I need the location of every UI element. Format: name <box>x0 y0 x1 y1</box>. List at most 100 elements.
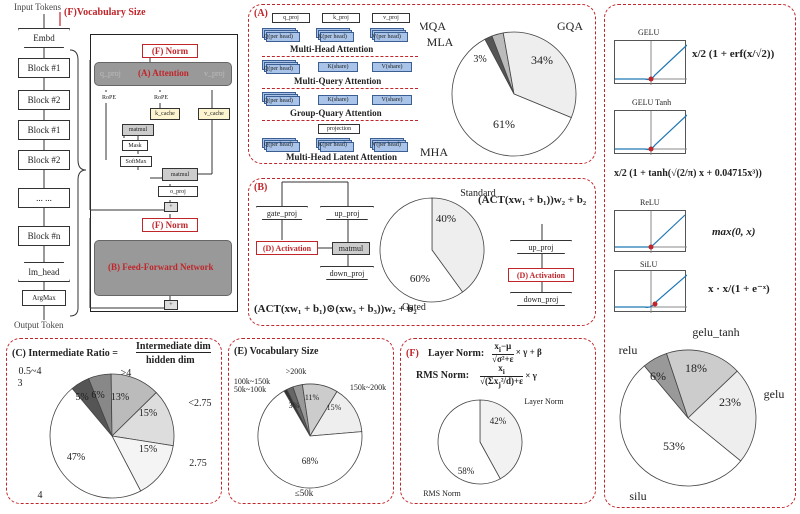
panel-c-denominator: hidden dim <box>146 355 195 366</box>
panel-a <box>248 4 596 164</box>
activation-pie-label-2: gelu <box>764 387 785 401</box>
intermediate-ratio-pie-label-9: 15% <box>139 408 157 419</box>
o-proj: o_proj <box>158 186 198 197</box>
gqa-k: K(share) <box>318 95 358 105</box>
up-proj: up_proj <box>320 206 374 220</box>
vocab-size-pie-label-7: 15% <box>327 403 342 412</box>
panel-c-title: (C) Intermediate Ratio = <box>12 348 118 359</box>
panel-e <box>228 338 394 504</box>
activation-pie-slice-3 <box>619 365 742 487</box>
v-proj-faded: v_proj <box>204 69 225 78</box>
block-2b: Block #2 <box>18 150 70 170</box>
gelu-tanh-label: GELU Tanh <box>632 98 672 107</box>
v-cache: v_cache <box>198 108 230 120</box>
norm-2: (F) Norm <box>142 218 198 232</box>
k-cache: k_cache <box>150 108 180 120</box>
gelu-tanh-plot <box>614 110 688 155</box>
gelu-label: GELU <box>638 28 660 37</box>
residual-add-2: + <box>164 300 178 310</box>
left-column-connectors <box>43 12 87 320</box>
ffn-pie-label-2: 40% <box>436 213 456 225</box>
vocab-size-label: (F)Vocabulary Size <box>64 7 146 18</box>
ffn-pie-label-3: 60% <box>410 273 430 285</box>
panel-c <box>6 338 222 504</box>
activation-pie-label-7: 53% <box>663 439 685 453</box>
residual-add-1: + <box>164 202 178 212</box>
mha-q-proj: q_proj <box>272 13 310 23</box>
matmul-b: matmul <box>332 242 370 255</box>
intermediate-ratio-pie-label-8: 13% <box>111 392 129 403</box>
norm-pie-label-3: 58% <box>458 466 475 476</box>
mha-v-proj: v_proj <box>372 13 410 23</box>
embd-block: Embd <box>18 28 70 48</box>
relu-plot <box>614 210 687 253</box>
intermediate-ratio-pie-label-10: 15% <box>139 444 157 455</box>
gelu-tanh-formula: x/2 (1 + tanh(√(2/π) x + 0.04715x³)) <box>614 168 762 179</box>
matmul-1: matmul <box>122 124 154 136</box>
activation-pie-slice-2 <box>687 370 757 462</box>
rms-norm-formula: xi√(Σxj²/d)+ε × γ <box>480 363 537 389</box>
mask: Mask <box>122 140 148 151</box>
gelu-curve <box>615 41 688 85</box>
ffn-label: (B) Feed-Forward Network <box>108 262 214 272</box>
panel-e-title: (E) Vocabulary Size <box>234 346 319 357</box>
attention-pie-label-2: GQA <box>557 19 583 33</box>
panel-b-title: (B) <box>254 182 268 193</box>
vocab-size-pie-label-6: 11% <box>305 393 320 402</box>
block-ellipsis: ... ... <box>18 188 70 208</box>
block-2: Block #2 <box>18 90 70 110</box>
intermediate-ratio-pie-label-0: 0.5~4 <box>19 366 42 377</box>
attention-pie-label-4: 3% <box>473 54 486 65</box>
vocab-size-pie-slice-5 <box>257 390 363 489</box>
argmax-block: ArgMax <box>22 290 66 306</box>
panel-a-title: (A) <box>254 8 268 19</box>
panel-b-wires <box>281 181 349 266</box>
standard-formula: (ACT(xw₁ + b₁))w₂ + b₂ <box>478 194 587 206</box>
gqa-sub-q: Q(per head) <box>264 98 293 104</box>
divider-a1 <box>262 56 418 57</box>
gate-proj: gate_proj <box>256 206 308 220</box>
mqa-label: Multi-Query Attention <box>294 76 382 86</box>
block-1b: Block #1 <box>18 120 70 140</box>
norm-1: (F) Norm <box>142 44 198 58</box>
attention-pie-label-0: MQA <box>420 19 446 33</box>
lm-head-block: lm_head <box>18 262 70 282</box>
silu-plot <box>614 270 688 313</box>
vocab-size-pie-slice-4 <box>309 390 363 437</box>
intermediate-ratio-pie-slice-5 <box>49 387 142 499</box>
block-n: Block #n <box>18 226 70 246</box>
output-token-label: Output Token <box>14 320 64 330</box>
ffn-pie-slice-0 <box>431 197 485 293</box>
relu-formula: max(0, x) <box>712 226 756 238</box>
layer-norm-label: Layer Norm: <box>428 348 485 359</box>
intermediate-ratio-pie-slice-3 <box>111 392 175 447</box>
mha-label: Multi-Head Attention <box>290 44 374 54</box>
attention-pie-label-3: MHA <box>420 145 448 159</box>
intermediate-ratio-pie-label-11: 47% <box>67 452 85 463</box>
silu-formula: x · x/(1 + e⁻ˣ) <box>708 283 770 295</box>
divider-a2 <box>262 88 418 89</box>
relu-curve <box>615 211 687 253</box>
ffn-pie-label-0: Standard <box>460 188 496 199</box>
norm-pie-slice-1 <box>437 399 501 485</box>
attention-pie-label-5: 34% <box>531 53 553 67</box>
mla-sub-q: Q(per head) <box>264 142 293 148</box>
attention-pie-label-1: MLA <box>427 35 454 49</box>
mla-label: Multi-Head Latent Attention <box>286 152 397 162</box>
mha-k-proj: k_proj <box>322 13 360 23</box>
vocab-size-pie-label-0: >200k <box>286 367 307 376</box>
activation-pie-label-0: gelu_tanh <box>692 325 739 339</box>
mla-sub-v: V(per head) <box>372 142 401 148</box>
vocab-size-pie-label-2: 50k~100k <box>234 385 266 394</box>
vocab-size-pie-label-4: ≤50k <box>295 488 314 498</box>
panel-b-right-wire <box>541 224 543 292</box>
attention-pie-label-6: 61% <box>493 117 515 131</box>
activation-pie-label-5: 18% <box>685 361 707 375</box>
mqa-k: K(share) <box>318 62 358 72</box>
activation-r: (D) Activation <box>508 268 574 282</box>
attention-block <box>94 62 232 86</box>
